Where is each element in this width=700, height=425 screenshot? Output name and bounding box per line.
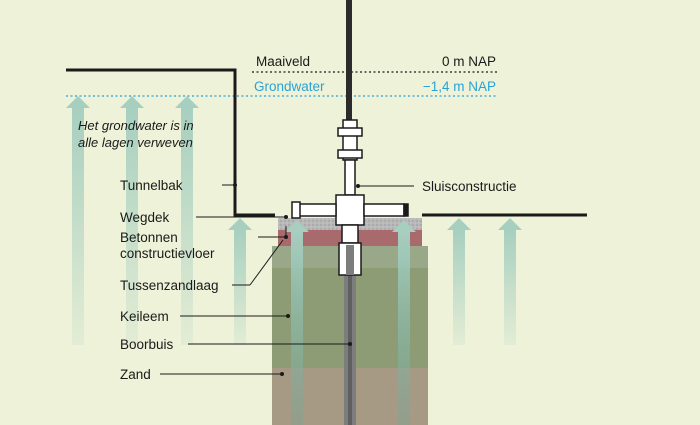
groundwater-arrow [447,218,471,345]
tunnelbak-dot [233,183,237,187]
sluisconstructie-label: Sluisconstructie [422,179,517,194]
groundwater-arrow [120,96,144,345]
groundwater-arrow [175,96,199,345]
betonnen-dot [284,235,288,239]
wegdek-label: Wegdek [120,210,170,225]
betonnen-label-1: Betonnen [120,230,178,245]
groundwater-arrows [66,96,522,425]
boorbuis-dot [348,342,352,346]
betonnen-label-2: constructievloer [120,246,215,261]
vertical-rod [346,0,352,125]
note-line-1: Het grondwater is in [78,118,194,133]
zand-label: Zand [120,367,151,382]
keileem-dot [286,314,290,318]
tunnelbak-outline [66,68,275,217]
tunnelbak-label: Tunnelbak [120,178,183,193]
grondwater-label: Grondwater [254,79,325,94]
groundwater-arrow [66,96,90,345]
groundwater-arrow [228,218,252,345]
grondwater-level: −1,4 m NAP [423,79,496,94]
note-line-2: alle lagen verweven [78,135,193,150]
keileem-label: Keileem [120,309,169,324]
zand-dot [280,372,284,376]
label-leaders [160,184,414,375]
maaiveld-label: Maaiveld [256,54,310,69]
boorbuis-label: Boorbuis [120,337,174,352]
sluis-dot [356,184,360,188]
groundwater-arrow [285,220,309,425]
groundwater-arrow [392,220,416,425]
groundwater-arrow [498,218,522,345]
maaiveld-level: 0 m NAP [442,54,496,69]
wegdek-dot [284,215,288,219]
sluisconstructie [291,119,409,276]
boorbuis [344,268,356,425]
tussenzandlaag-label: Tussenzandlaag [120,278,219,293]
